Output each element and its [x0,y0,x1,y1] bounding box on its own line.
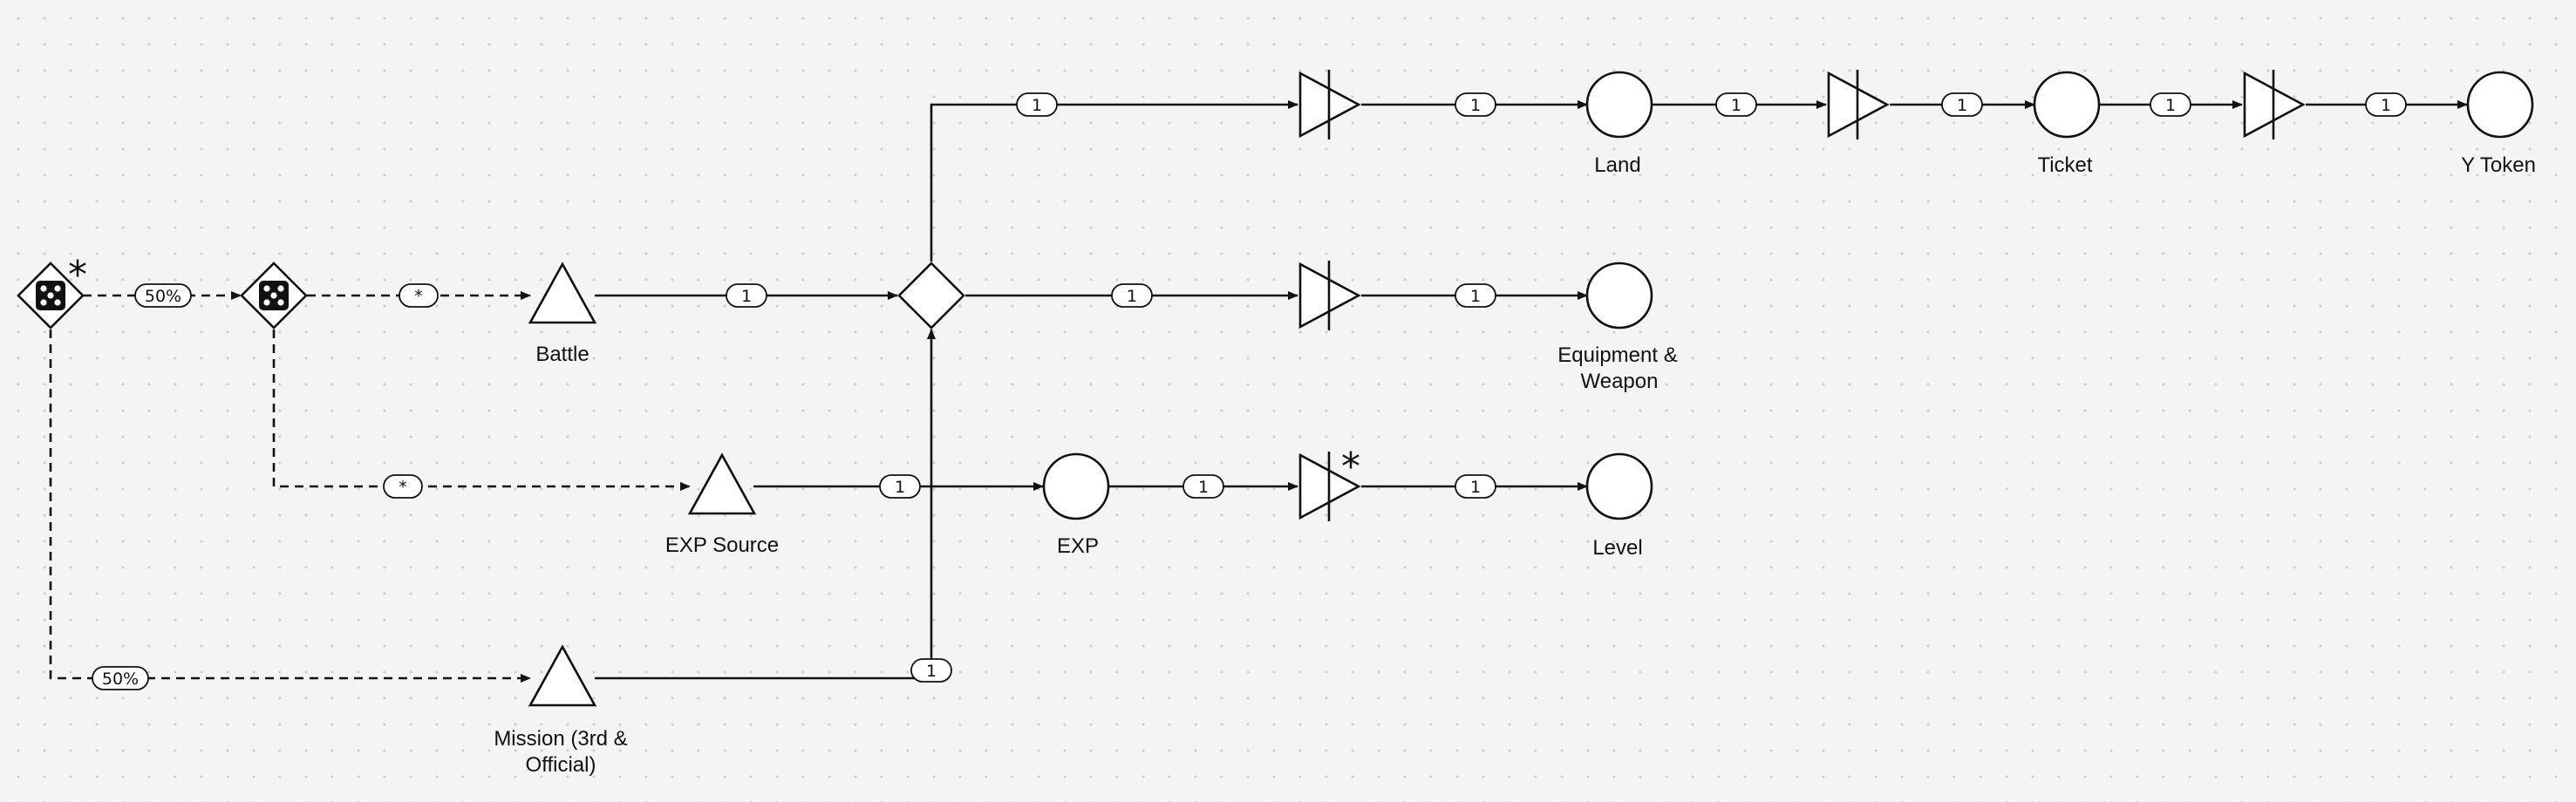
edge-label-exp-conv-level: 1 [1182,474,1224,499]
svg-text:1: 1 [1470,478,1481,497]
converter-ticket[interactable] [1827,70,1890,139]
svg-text:1: 1 [1198,478,1209,497]
exp-label: EXP [1057,534,1099,558]
source-exp-source[interactable]: EXP Source [665,452,779,557]
svg-text:1: 1 [1470,96,1481,115]
edge-label-exp-source-exp: 1 [879,474,921,499]
dice-icon [36,281,65,310]
edge-label-dice1-mission: 50% [92,666,149,690]
svg-text:1: 1 [895,478,905,497]
equipment-label-line2: Weapon [1581,370,1659,393]
svg-text:50%: 50% [145,287,181,306]
svg-text:1: 1 [2381,96,2391,115]
pool-level[interactable]: Level [1585,452,1653,560]
dice-gate-2[interactable] [240,262,308,330]
svg-text:1: 1 [926,662,937,681]
nodes: * Battle EXP Source Mi [17,70,2536,777]
edge-label-dice2-battle: * [399,283,439,308]
source-mission[interactable]: Mission (3rd & Official) [494,644,628,777]
svg-text:1: 1 [2165,96,2176,115]
exp-source-label: EXP Source [665,534,779,557]
asterisk-mark: * [68,253,87,297]
dice-icon [259,281,289,310]
edge-label-conv-ticket-ticket: 1 [1941,92,1983,117]
edge-dice2-exp-source[interactable] [272,330,691,491]
asterisk-mark: * [1341,445,1360,489]
edge-label-battle-gate: 1 [726,283,767,308]
svg-text:1: 1 [1731,96,1741,115]
edge-label-mission-gate: 1 [910,658,952,683]
edge-label-conv-equip-equipment: 1 [1455,283,1496,308]
edge-label-dice2-exp-source: * [383,474,423,499]
pool-ticket[interactable]: Ticket [2033,71,2101,177]
edge-label-conv-land-land: 1 [1455,92,1496,117]
edge-labels: 50% * * 50% 1 1 1 1 [92,92,2407,690]
edge-label-conv-level-level: 1 [1455,474,1496,499]
converter-level[interactable]: * [1298,445,1361,521]
edge-gate-conv-land[interactable] [930,100,1298,262]
edge-label-dice1-dice2: 50% [134,283,192,308]
edge-label-gate-conv-equip: 1 [1111,283,1153,308]
svg-text:1: 1 [1127,287,1137,306]
converter-ytoken[interactable] [2243,70,2306,139]
land-label: Land [1594,153,1640,177]
pool-equipment-weapon[interactable]: Equipment & Weapon [1557,262,1678,393]
mission-label-line1: Mission (3rd & [494,727,627,751]
pool-ytoken[interactable]: Y Token [2461,71,2536,177]
edge-dice1-mission[interactable] [49,330,531,683]
converter-equipment[interactable] [1298,261,1361,330]
svg-text:*: * [399,478,407,497]
level-label: Level [1592,536,1642,560]
gate-diamond[interactable] [897,262,965,330]
svg-text:*: * [414,287,423,306]
battle-label: Battle [535,343,589,366]
pool-exp[interactable]: EXP [1042,452,1110,558]
edge-label-land-conv-ticket: 1 [1715,92,1757,117]
mission-label-line2: Official) [526,753,596,777]
svg-text:50%: 50% [102,669,139,689]
converter-land[interactable] [1298,70,1361,139]
ytoken-label: Y Token [2461,153,2536,177]
dice-gate-1[interactable]: * [17,253,87,330]
svg-text:1: 1 [1032,96,1042,115]
edge-label-gate-conv-land: 1 [1016,92,1058,117]
edges [49,100,2468,683]
equipment-label-line1: Equipment & [1557,343,1677,367]
ticket-label: Ticket [2037,153,2092,177]
svg-text:1: 1 [1957,96,1967,115]
edge-label-conv-token-ytoken: 1 [2365,92,2407,117]
edge-label-ticket-conv-token: 1 [2150,92,2191,117]
svg-text:1: 1 [741,287,752,306]
edge-mission-gate[interactable] [595,329,936,680]
source-battle[interactable]: Battle [528,262,597,366]
pool-land[interactable]: Land [1585,71,1653,177]
svg-text:1: 1 [1470,287,1481,306]
